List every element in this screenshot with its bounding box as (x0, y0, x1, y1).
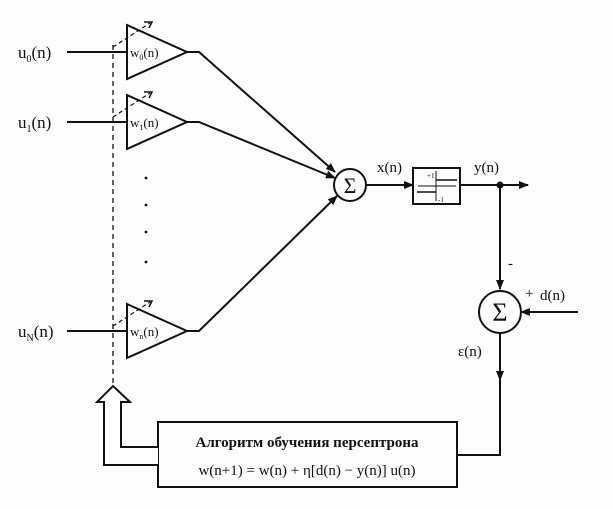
x-label: x(n) (377, 160, 402, 176)
weight-label: w0(n) (130, 45, 159, 62)
adjust-arrow-icon (144, 91, 154, 99)
weight-triangle (126, 23, 190, 81)
error-to-algorithm-line (458, 380, 501, 456)
weight-update-arrow (94, 384, 158, 466)
weighted-output-line (187, 51, 336, 173)
sign-activation-block: +1 -1 (412, 167, 461, 205)
weight-triangle (126, 93, 190, 151)
input-branch-1: u1(n) w1(n) (18, 91, 336, 179)
input-label: u1(n) (18, 113, 51, 135)
y-label: y(n) (474, 160, 499, 176)
ellipsis-dots (144, 176, 148, 264)
adjust-arrow (112, 92, 151, 118)
error-label: ε(n) (458, 344, 482, 360)
algorithm-title: Алгоритм обучения персептрона (195, 435, 419, 451)
plus-one-label: +1 (427, 172, 435, 180)
update-formula: w(n+1) = w(n) + η[d(n) − y(n)] u(n) (198, 463, 415, 479)
weighted-output-line (187, 195, 338, 332)
input-label: uN(n) (18, 322, 54, 344)
plus-sign: + (525, 286, 533, 302)
weight-label: wn(n) (130, 324, 159, 341)
weight-triangle (126, 302, 190, 360)
input-branch-0: u0(n) w0(n) (18, 21, 336, 173)
input-branch-2: uN(n) wn(n) (18, 195, 338, 360)
adjust-arrow (112, 22, 151, 48)
adjust-arrow (112, 301, 151, 327)
sigma-symbol: Σ (344, 173, 357, 198)
input-label: u0(n) (18, 43, 51, 65)
adjust-arrow-icon (144, 300, 154, 308)
minus-one-label: -1 (438, 196, 444, 204)
weight-label: w1(n) (130, 115, 159, 132)
d-label: d(n) (540, 288, 565, 304)
adjust-arrow-icon (144, 21, 154, 29)
sigma-symbol: Σ (492, 298, 507, 327)
minus-sign: - (508, 256, 513, 272)
weighted-output-line (187, 121, 336, 179)
